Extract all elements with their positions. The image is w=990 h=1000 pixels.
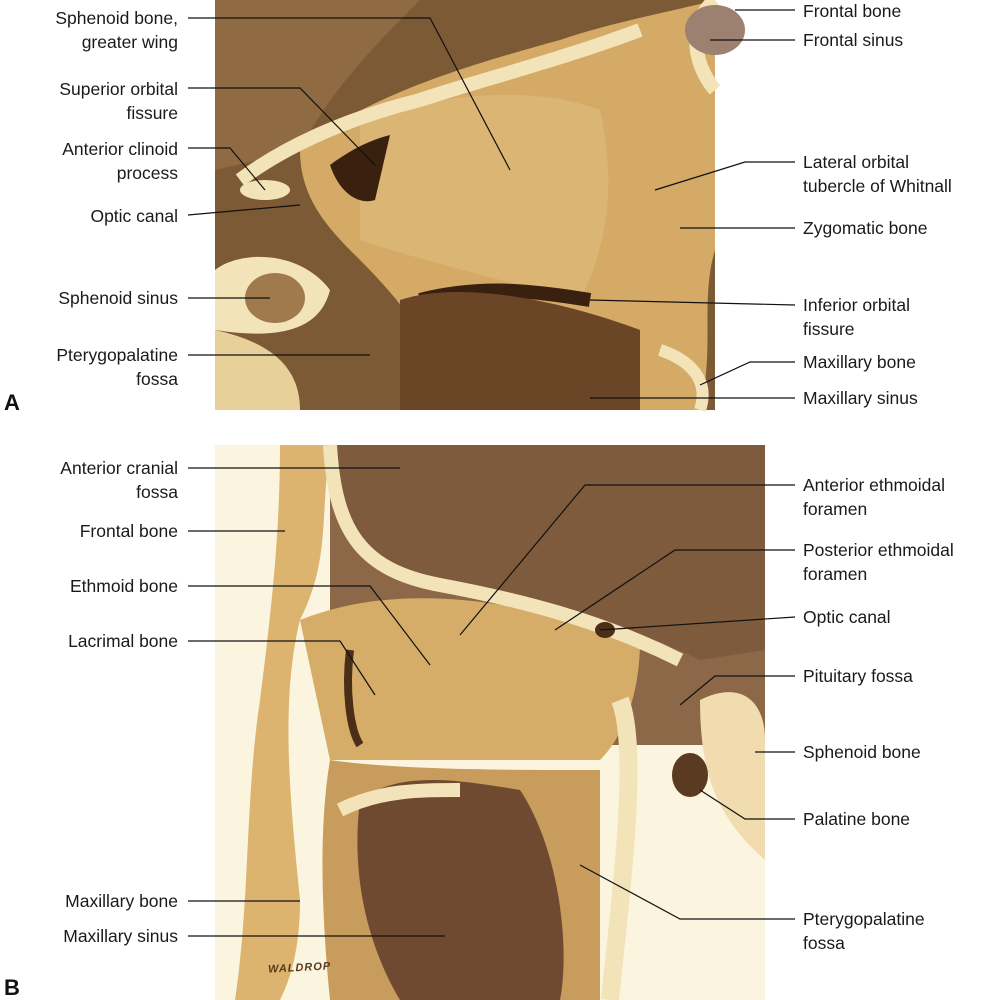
label-optic-canal-a: Optic canal — [90, 206, 178, 226]
label-pterygopalatine-fossa-b: Pterygopalatine fossa — [803, 909, 925, 953]
label-pituitary-fossa: Pituitary fossa — [803, 666, 913, 686]
label-sphenoid-greater-wing: Sphenoid bone, greater wing — [55, 8, 178, 52]
label-sphenoid-bone-b: Sphenoid bone — [803, 742, 921, 762]
label-lateral-orbital-tubercle: Lateral orbital tubercle of Whitnall — [803, 152, 952, 196]
label-lacrimal-bone: Lacrimal bone — [68, 631, 178, 651]
label-palatine-bone: Palatine bone — [803, 809, 911, 829]
label-superior-orbital-fissure: Superior orbital fissure — [59, 79, 178, 123]
panel-a-illustration — [215, 0, 745, 412]
label-posterior-ethmoidal-foramen: Posterior ethmoidal foramen — [803, 540, 954, 584]
label-pterygopalatine-fossa-a: Pterygopalatine fossa — [56, 345, 178, 389]
label-zygomatic-bone: Zygomatic bone — [803, 218, 928, 238]
label-maxillary-bone-b: Maxillary bone — [65, 891, 178, 911]
label-maxillary-bone-a: Maxillary bone — [803, 352, 916, 372]
label-ethmoid-bone: Ethmoid bone — [70, 576, 178, 596]
panel-letter-b: B — [4, 975, 20, 1000]
label-frontal-sinus: Frontal sinus — [803, 30, 904, 50]
label-maxillary-sinus-b: Maxillary sinus — [63, 926, 178, 946]
label-frontal-bone-a: Frontal bone — [803, 1, 902, 21]
label-anterior-ethmoidal-foramen: Anterior ethmoidal foramen — [803, 475, 946, 519]
leader-lines — [187, 9, 796, 937]
label-anterior-cranial-fossa: Anterior cranial fossa — [60, 458, 178, 502]
label-anterior-clinoid-process: Anterior clinoid process — [62, 139, 178, 183]
label-maxillary-sinus-a: Maxillary sinus — [803, 388, 918, 408]
label-optic-canal-b: Optic canal — [803, 607, 891, 627]
label-frontal-bone-b: Frontal bone — [79, 521, 178, 541]
label-inferior-orbital-fissure: Inferior orbital fissure — [803, 295, 910, 339]
panel-letter-a: A — [4, 390, 20, 415]
label-sphenoid-sinus: Sphenoid sinus — [58, 288, 178, 308]
panel-b-illustration — [215, 444, 765, 1000]
